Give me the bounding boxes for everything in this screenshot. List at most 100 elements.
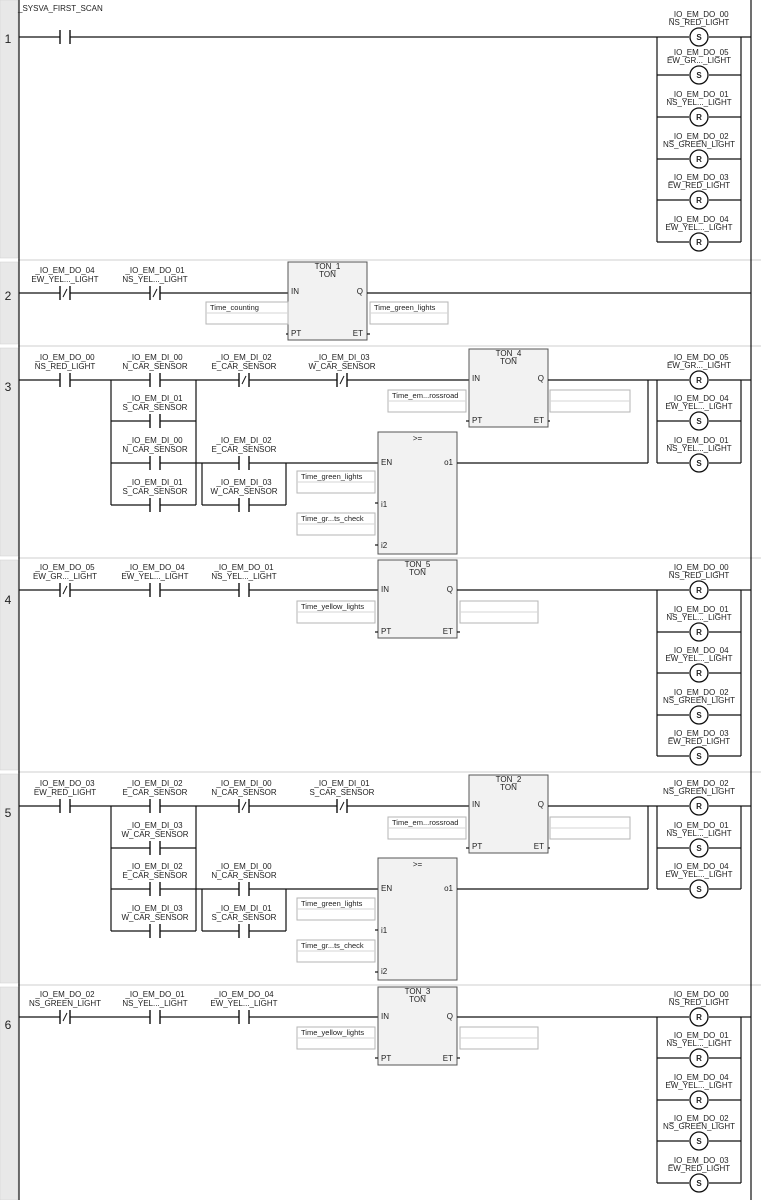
contact-r5-7[interactable]: _IO_EM_DI_03W_CAR_SENSOR: [121, 904, 189, 938]
contact-label: _IO_EM_DI_02: [215, 436, 272, 445]
pt-input-emergency-r5[interactable]: Time_em...rossroad: [387, 816, 467, 840]
pt-input-counting[interactable]: Time_counting: [205, 301, 289, 325]
i1-input-green-r5[interactable]: Time_green_lights: [296, 897, 376, 921]
et-output-r4[interactable]: [459, 600, 539, 624]
contact-r3-8[interactable]: _IO_EM_DI_03W_CAR_SENSOR: [210, 478, 278, 512]
variable-text: Time_em...rossroad: [392, 391, 458, 400]
coil-circle: [689, 411, 709, 431]
contact-r3-6[interactable]: _IO_EM_DI_02E_CAR_SENSOR: [212, 436, 277, 470]
coil-name: NS_GREEN_LIGHT: [663, 140, 735, 149]
coil-name: NS_GREEN_LIGHT: [663, 696, 735, 705]
et-output-green[interactable]: Time_green_lights: [369, 301, 449, 325]
contact-r5-4[interactable]: _IO_EM_DI_01S_CAR_SENSOR: [310, 779, 375, 813]
contact-r5-2[interactable]: _IO_EM_DI_03W_CAR_SENSOR: [121, 821, 189, 855]
coil-type: R: [696, 802, 702, 811]
contact-r3-2[interactable]: _IO_EM_DI_01S_CAR_SENSOR: [123, 394, 188, 428]
et-output-r3[interactable]: [549, 389, 631, 413]
contact-r5-5[interactable]: _IO_EM_DI_02E_CAR_SENSOR: [123, 862, 188, 896]
et-output-r5[interactable]: [549, 816, 631, 840]
i1-input-green-r3[interactable]: Time_green_lights: [296, 470, 376, 494]
contact-r3-5[interactable]: _IO_EM_DI_00N_CAR_SENSOR: [122, 436, 188, 470]
coil-type: R: [696, 196, 702, 205]
contact-r3-7[interactable]: _IO_EM_DI_01S_CAR_SENSOR: [123, 478, 188, 512]
contact-r5-6[interactable]: _IO_EM_DI_00N_CAR_SENSOR: [211, 862, 277, 896]
block-type: TON: [409, 995, 426, 1004]
contact-label: EW_YEL..._LIGHT: [210, 999, 277, 1008]
rung-gutter: [0, 347, 19, 557]
contact-label: _IO_EM_DI_02: [126, 779, 183, 788]
block-type: TON: [500, 357, 517, 366]
pin-pt: PT: [381, 1054, 391, 1063]
pt-input-emergency-r3[interactable]: Time_em...rossroad: [387, 389, 467, 413]
coil-address: _IO_EM_DO_03: [668, 173, 729, 182]
contact-r3-3[interactable]: _IO_EM_DI_02E_CAR_SENSOR: [212, 353, 277, 387]
contact-r3-1[interactable]: _IO_EM_DI_00N_CAR_SENSOR: [122, 353, 188, 387]
rung-gutter: [0, 986, 19, 1200]
et-output-r6[interactable]: [459, 1026, 539, 1050]
coil-name: NS_GREEN_LIGHT: [663, 787, 735, 796]
contact-label: _IO_EM_DI_03: [215, 478, 272, 487]
coil-circle: [689, 1048, 709, 1068]
coil-type: R: [696, 1054, 702, 1063]
i2-input-check-r5[interactable]: Time_gr...ts_check: [296, 939, 376, 963]
contact-first-scan[interactable]: _SYSVA_FIRST_SCAN: [17, 4, 103, 44]
pt-input-yellow-r6[interactable]: Time_yellow_lights: [296, 1026, 376, 1050]
coil-type: R: [696, 376, 702, 385]
i2-input-check-r3[interactable]: Time_gr...ts_check: [296, 512, 376, 536]
coil-type: S: [696, 459, 702, 468]
contact-r3-4[interactable]: _IO_EM_DI_03W_CAR_SENSOR: [308, 353, 376, 387]
block-body: [377, 559, 458, 639]
block-instance: TON_2: [496, 775, 522, 784]
contact-label: _SYSVA_FIRST_SCAN: [17, 4, 103, 13]
contact-label: NS_RED_LIGHT: [35, 362, 96, 371]
contact-r5-8[interactable]: _IO_EM_DI_01S_CAR_SENSOR: [212, 904, 277, 938]
contact-r5-1[interactable]: _IO_EM_DI_02E_CAR_SENSOR: [123, 779, 188, 813]
coil-circle: [689, 107, 709, 127]
coil-address: _IO_EM_DO_05: [668, 48, 729, 57]
contact-r5-3[interactable]: _IO_EM_DI_00N_CAR_SENSOR: [211, 779, 277, 813]
pt-input-yellow-r4[interactable]: Time_yellow_lights: [296, 600, 376, 624]
variable-text: Time_gr...ts_check: [301, 514, 364, 523]
coil-address: _IO_EM_DO_01: [668, 821, 729, 830]
